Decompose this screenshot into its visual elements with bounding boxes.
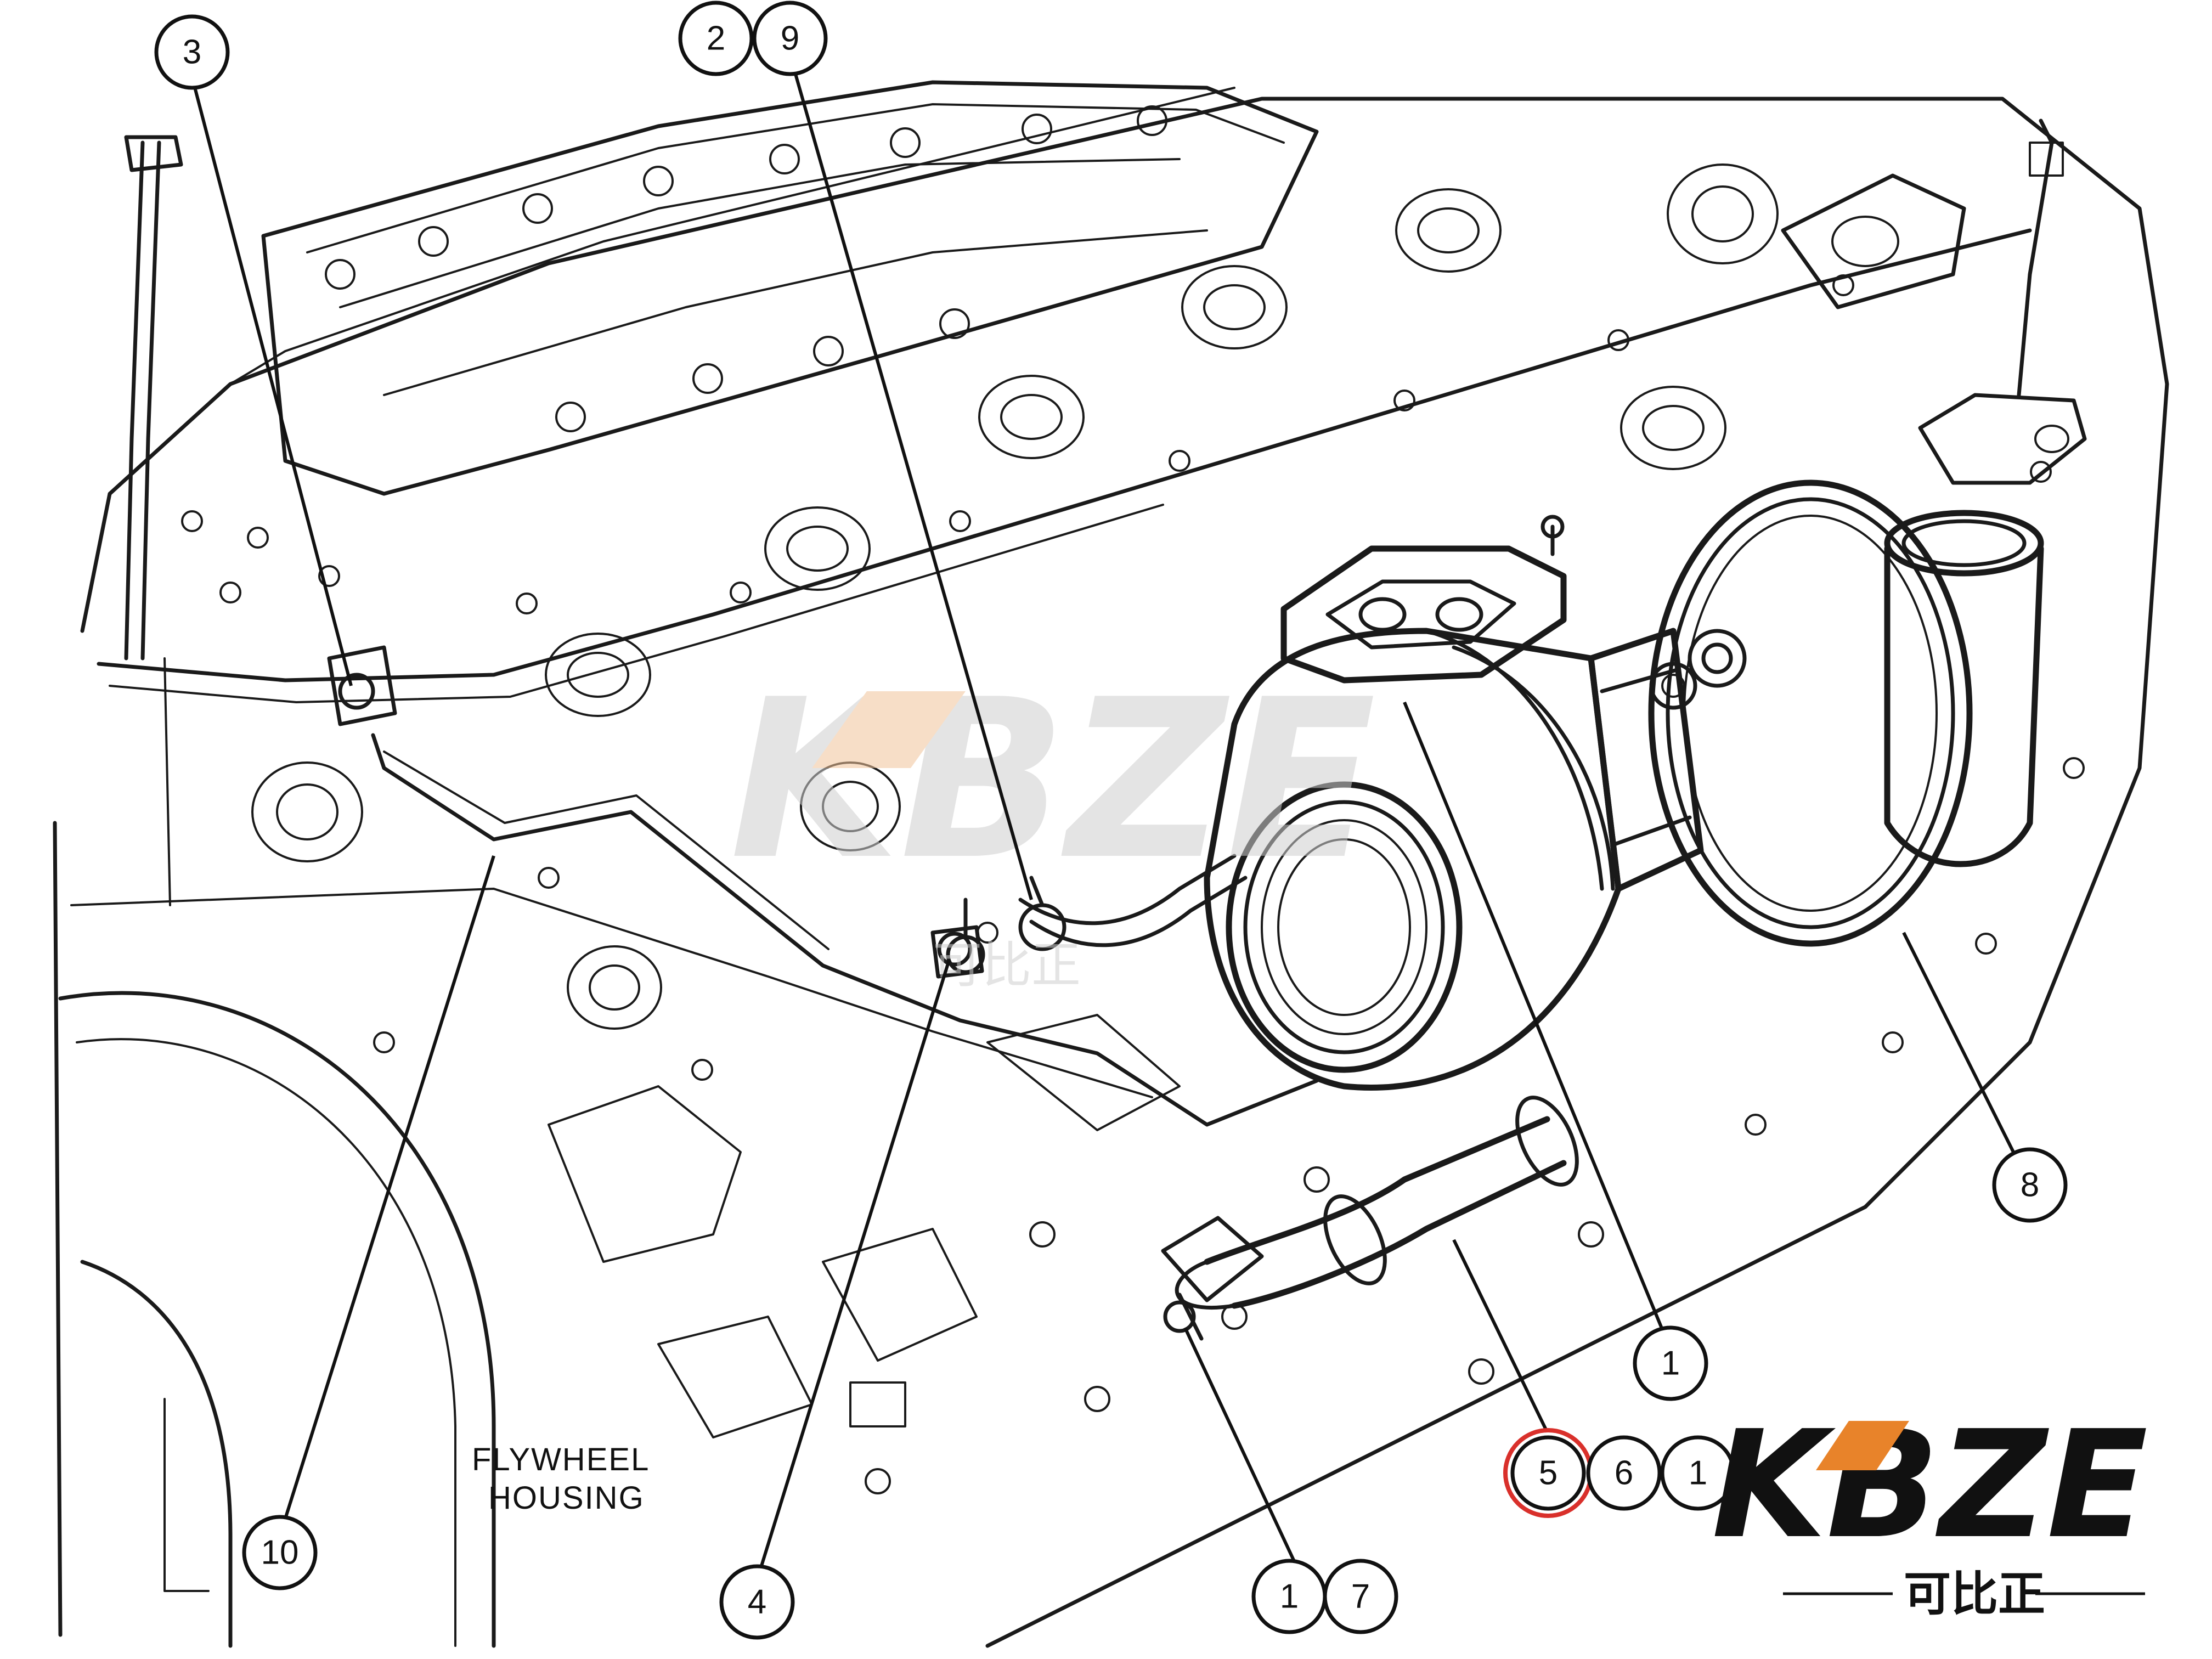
- svg-text:1: 1: [1280, 1578, 1299, 1616]
- callout-1-turbo: 1: [1633, 1325, 1708, 1401]
- svg-text:5: 5: [1539, 1454, 1558, 1492]
- kbze-logo: KBZE 可比正: [1712, 1398, 2148, 1622]
- svg-text:8: 8: [2021, 1166, 2039, 1204]
- logo-accent: [1816, 1421, 1909, 1470]
- svg-text:3: 3: [183, 33, 201, 71]
- label-line-1: FLYWHEEL: [472, 1442, 650, 1477]
- leader-lines: [190, 54, 2032, 1581]
- engine-line-art: [53, 80, 2169, 1648]
- svg-text:10: 10: [261, 1534, 299, 1572]
- callout-1-group: 1: [1660, 1435, 1736, 1511]
- watermark-logo: KBZE: [730, 653, 1376, 908]
- callout-1-bottom: 1: [1251, 1559, 1327, 1634]
- logo-subtext: 可比正: [1904, 1567, 2045, 1622]
- callout-10: 10: [242, 1515, 318, 1590]
- svg-text:1: 1: [1689, 1454, 1707, 1492]
- callout-4: 4: [719, 1564, 795, 1640]
- svg-text:7: 7: [1351, 1578, 1370, 1616]
- callout-9: 9: [752, 1, 828, 76]
- callout-2: 2: [678, 1, 754, 76]
- svg-text:6: 6: [1615, 1454, 1633, 1492]
- svg-text:9: 9: [781, 20, 799, 58]
- callout-5-highlighted: 5: [1503, 1428, 1593, 1518]
- svg-text:2: 2: [707, 20, 725, 58]
- callout-6: 6: [1586, 1435, 1662, 1511]
- watermark: KBZE 可比正: [730, 653, 1376, 994]
- callout-3: 3: [154, 14, 230, 90]
- flywheel-housing-label: FLYWHEEL HOUSING: [472, 1442, 650, 1516]
- svg-text:1: 1: [1661, 1345, 1680, 1383]
- svg-text:4: 4: [748, 1583, 766, 1621]
- callout-7: 7: [1323, 1559, 1398, 1634]
- logo-text: KBZE: [1712, 1398, 2148, 1571]
- label-line-2: HOUSING: [488, 1480, 645, 1516]
- callout-8: 8: [1992, 1147, 2068, 1223]
- watermark-subtext: 可比正: [933, 936, 1081, 994]
